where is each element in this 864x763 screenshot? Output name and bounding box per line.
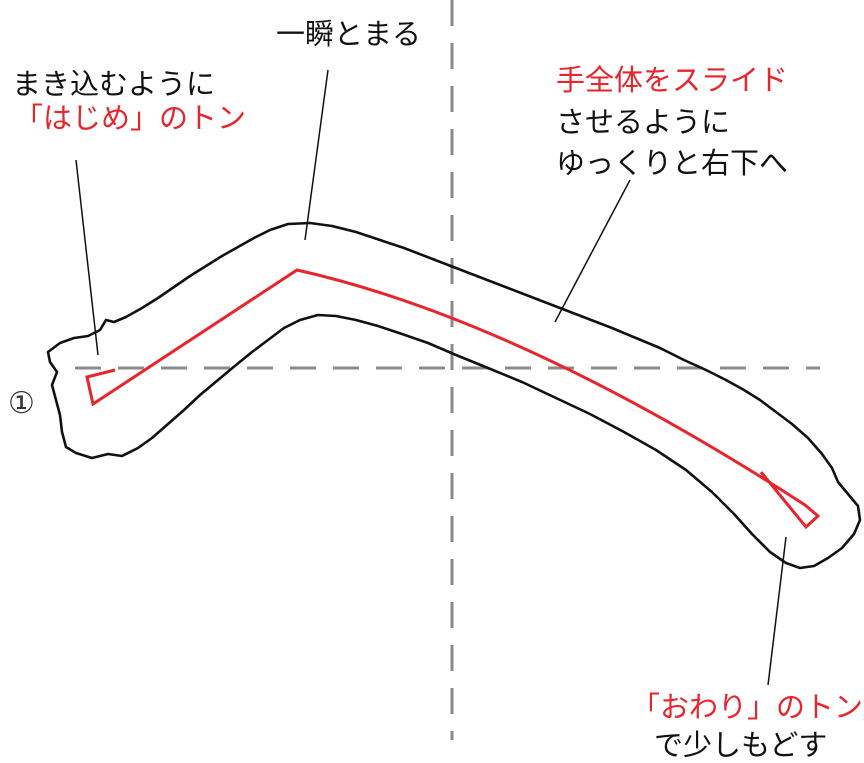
brush-stroke-outline [46,221,862,570]
label-start-line1: まき込むように [12,67,216,101]
stroke-path-red [85,268,821,530]
label-end-line1: 「おわり」のトン [631,690,864,724]
label-pause: 一瞬とまる [276,17,422,51]
leader-line-slide [554,179,631,323]
label-slide-line3: ゆっくりと右下へ [556,146,789,180]
leader-line-pause [304,69,329,241]
leader-line-end [767,536,787,686]
label-slide-line2: させるように [556,105,731,139]
label-slide-line1: 手全体をスライド [556,63,789,97]
leader-line-start [75,159,99,356]
step-number: ① [8,386,35,421]
label-end-line2: で少しもどす [654,728,828,762]
label-start-line2: 「はじめ」のトン [14,101,247,135]
